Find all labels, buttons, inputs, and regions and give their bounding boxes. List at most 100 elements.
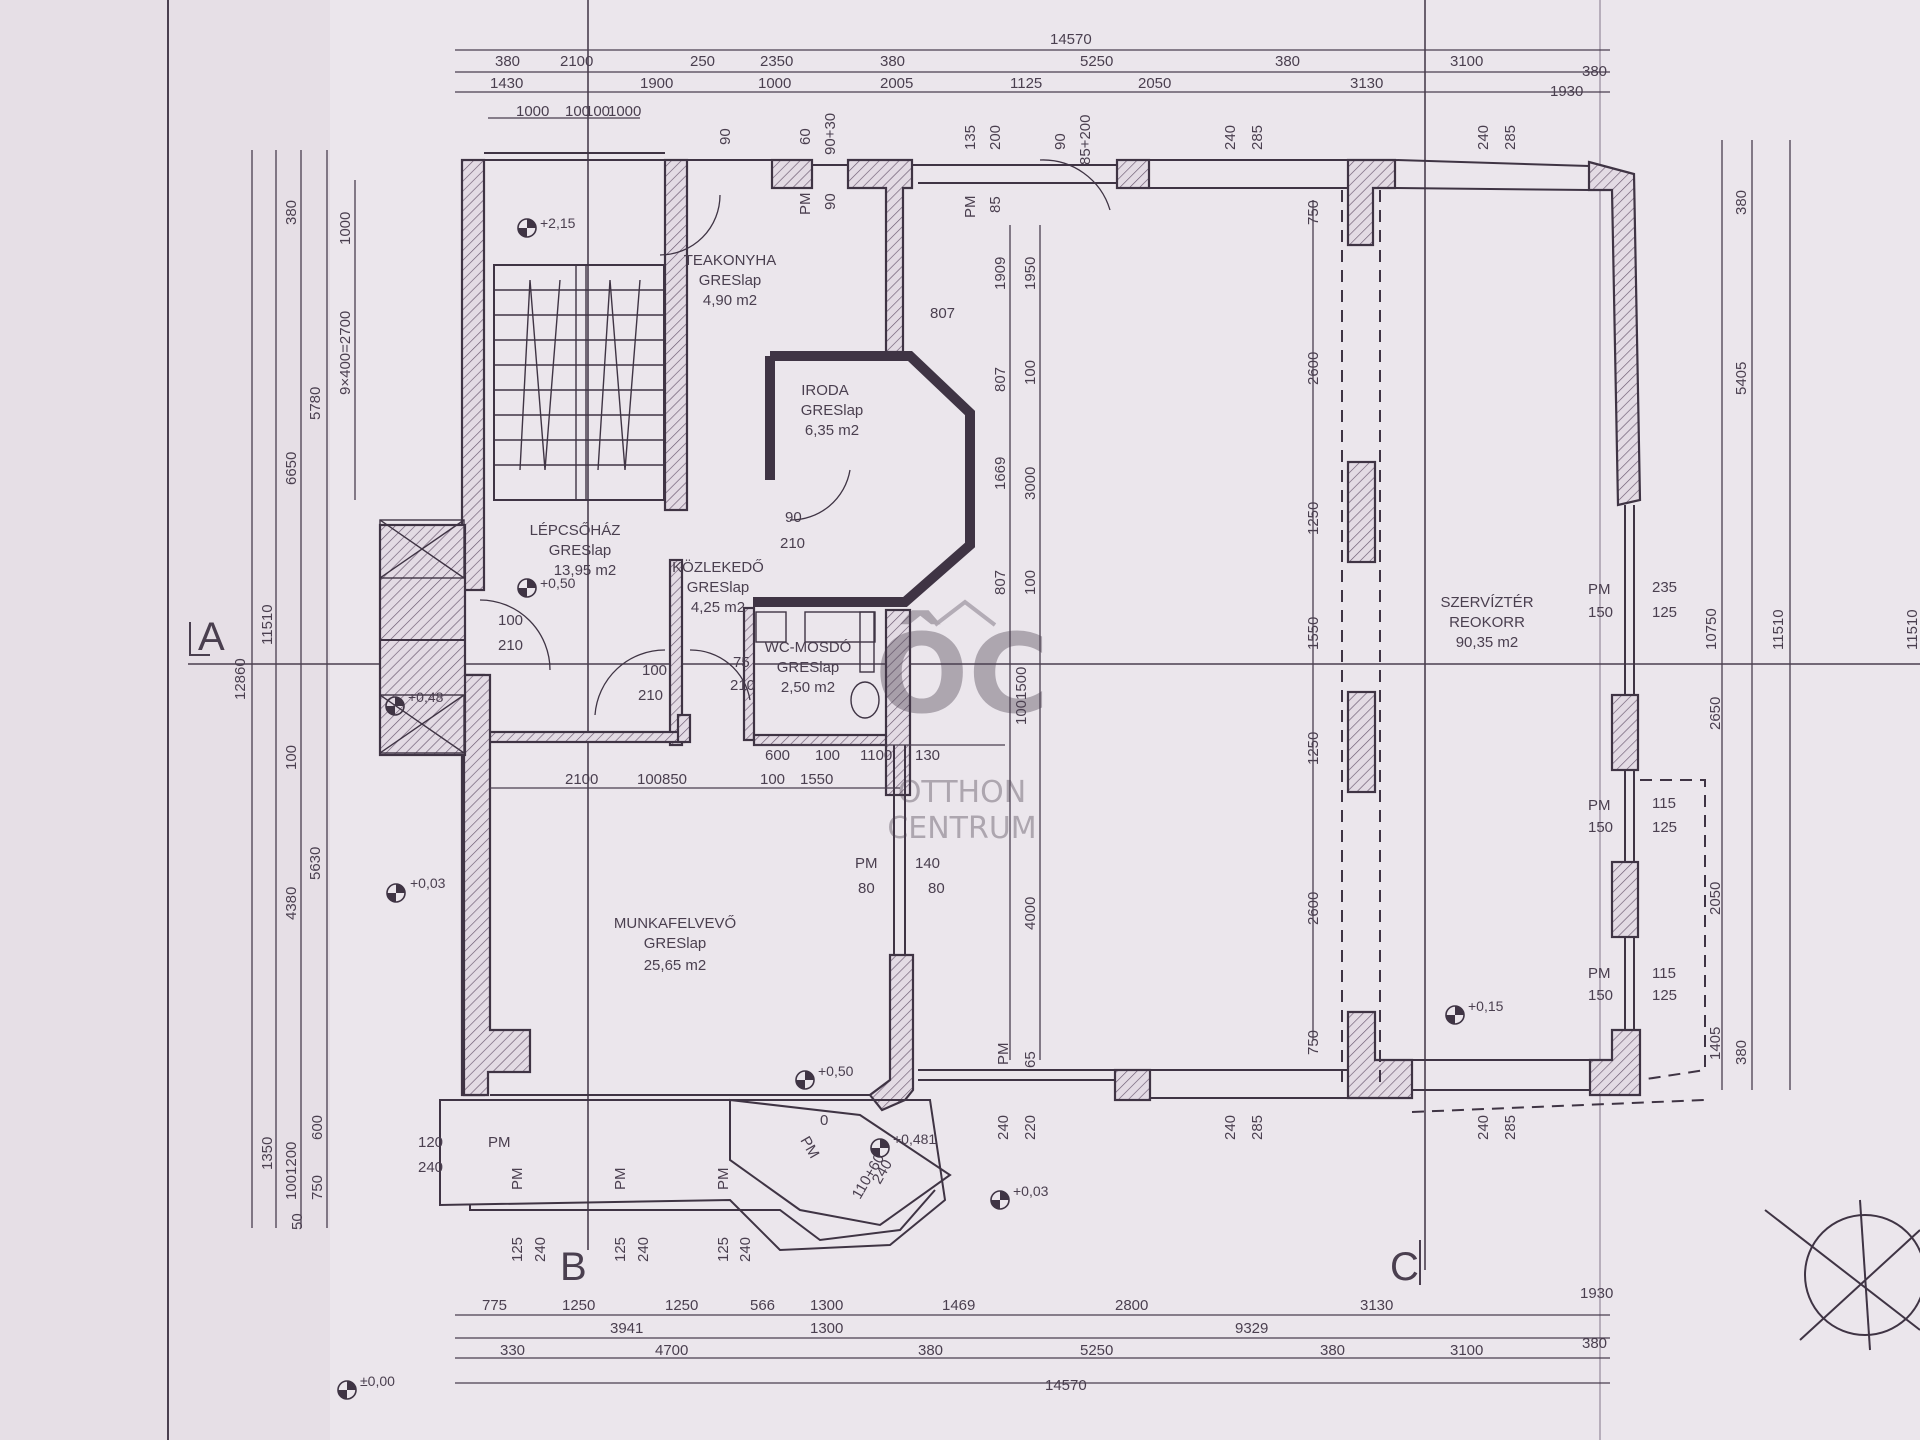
dim-label: 130	[915, 747, 940, 764]
room-floor: GRESlap	[549, 542, 612, 559]
level-label: +2,15	[540, 215, 576, 231]
dim-label: 1250	[1305, 732, 1322, 765]
dim-label: 125	[715, 1237, 732, 1262]
dim-label: 125	[1652, 819, 1677, 836]
dim-label: 1300	[810, 1320, 843, 1337]
level-marker: +0,48	[385, 689, 444, 716]
dim-label: 125	[612, 1237, 629, 1262]
dim-label: 4000	[1022, 897, 1039, 930]
paper-shade	[0, 0, 330, 1440]
room-name: TEAKONYHA	[684, 252, 777, 269]
dim-label: 380	[1320, 1342, 1345, 1359]
dim-label: 210	[730, 677, 755, 694]
dim-label: 1250	[562, 1297, 595, 1314]
dims-left: 380 1000 9×400=2700 5780 6650 11510 1286…	[232, 200, 354, 1230]
dim-label: 285	[1249, 1115, 1266, 1140]
dim-label: 100	[637, 771, 662, 788]
axis-label-a: A	[198, 615, 225, 659]
room-floor: GRESlap	[777, 659, 840, 676]
dim-label: 120	[418, 1134, 443, 1151]
room-kozlekedo: KÖZLEKEDŐ GRESlap 4,25 m2	[672, 558, 764, 616]
watermark-line1: OTTHON	[898, 775, 1026, 810]
dim-label: 5250	[1080, 1342, 1113, 1359]
dim-label: 330	[500, 1342, 525, 1359]
dim-label: 1000	[608, 103, 641, 120]
dim-label: 80	[928, 880, 945, 897]
room-area: 13,95 m2	[554, 562, 617, 579]
dim-label: 2800	[1115, 1297, 1148, 1314]
dim-label: 807	[992, 367, 1009, 392]
room-name: IRODA	[801, 382, 849, 399]
pm-label: PM	[995, 1043, 1012, 1066]
pm-label: PM	[962, 196, 979, 219]
dim-label: 2650	[1707, 697, 1724, 730]
dim-label: 380	[880, 53, 905, 70]
level-marker: +0,50	[795, 1063, 854, 1090]
dim-label: 9×400=2700	[337, 311, 354, 395]
dim-label: 1930	[1550, 83, 1583, 100]
dimension-lines	[251, 49, 1791, 1384]
dim-label: 600	[765, 747, 790, 764]
room-name: WC-MOSDÓ	[765, 639, 852, 656]
dim-label: 1950	[1022, 257, 1039, 290]
dim-label: 240	[1475, 1115, 1492, 1140]
dim-label: 200	[987, 125, 1004, 150]
pm-label: PM	[797, 193, 814, 216]
dim-label: 1430	[490, 75, 523, 92]
room-area: 4,25 m2	[691, 599, 745, 616]
level-label: +0,50	[818, 1063, 854, 1079]
dim-label: 750	[1305, 200, 1322, 225]
dim-label: 285	[1502, 1115, 1519, 1140]
dim-label: 850	[662, 771, 687, 788]
dim-label: 250	[690, 53, 715, 70]
dim-label: 50	[289, 1213, 306, 1230]
dim-label: 807	[992, 570, 1009, 595]
pm-label: PM	[1588, 581, 1611, 598]
dim-label: 240	[995, 1115, 1012, 1140]
dim-label: 240	[418, 1159, 443, 1176]
dim-label: 100	[585, 103, 610, 120]
dim-label: 285	[1502, 125, 1519, 150]
dim-label: 1300	[810, 1297, 843, 1314]
dim-label: 1550	[1305, 617, 1322, 650]
axis-label-b: B	[560, 1245, 587, 1289]
dim-label: 3100	[1450, 1342, 1483, 1359]
dim-label: 2050	[1707, 882, 1724, 915]
dim-label: 100	[1013, 700, 1030, 725]
dim-label: 380	[283, 200, 300, 225]
dim-label: 1000	[516, 103, 549, 120]
dim-label: 85+200	[1077, 115, 1094, 165]
room-floor: GRESlap	[699, 272, 762, 289]
level-marker: +0,481	[870, 1131, 936, 1158]
level-label: +0,15	[1468, 998, 1504, 1014]
room-floor: REOKORR	[1449, 614, 1525, 631]
dim-label: 240	[1222, 125, 1239, 150]
dim-label: 5630	[307, 847, 324, 880]
dim-label: 2100	[560, 53, 593, 70]
pm-label: 85	[987, 196, 1004, 213]
dim-label: 11510	[1904, 609, 1920, 650]
axis-labels: A B C	[189, 615, 1421, 1289]
dim-label: 100	[565, 103, 590, 120]
level-marker: +2,15	[517, 215, 576, 238]
level-label: +0,481	[893, 1131, 936, 1147]
dim-label: 285	[1249, 125, 1266, 150]
dim-label: 11510	[1770, 609, 1787, 650]
dim-label: 1900	[640, 75, 673, 92]
dim-label: 1350	[259, 1137, 276, 1170]
watermark-logo-text: ÔC	[875, 610, 1049, 738]
pm-label: PM	[612, 1168, 629, 1191]
level-label: ±0,00	[360, 1373, 395, 1389]
room-munkafelvevo: MUNKAFELVEVŐ GRESlap 25,65 m2	[614, 915, 736, 974]
dim-label: 1250	[1305, 502, 1322, 535]
dim-label: 380	[1275, 53, 1300, 70]
level-label: +0,50	[540, 575, 576, 591]
dim-label: 240	[635, 1237, 652, 1262]
dim-label: 5780	[307, 387, 324, 420]
dim-label: 90	[717, 128, 734, 145]
dim-label: 210	[498, 637, 523, 654]
dim-label: 11510	[259, 604, 276, 645]
pm-label: PM	[509, 1168, 526, 1191]
dim-label: 60	[797, 128, 814, 145]
